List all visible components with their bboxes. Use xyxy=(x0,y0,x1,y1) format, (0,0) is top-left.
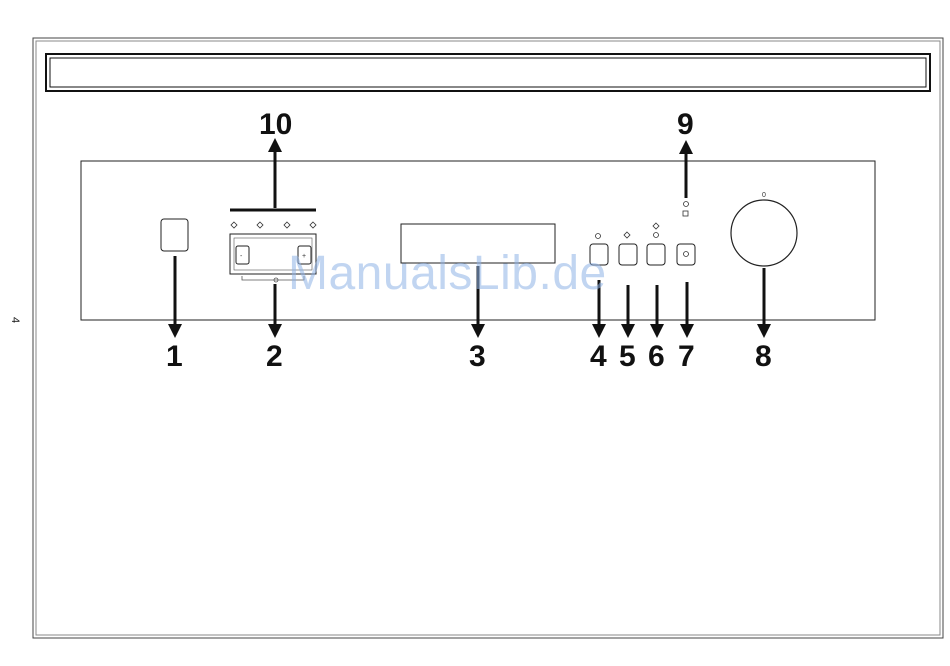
power-button[interactable] xyxy=(161,219,188,251)
minus-symbol: - xyxy=(240,253,243,260)
callout-9: 9 xyxy=(677,108,694,141)
led-4 xyxy=(596,234,601,239)
callout-6: 6 xyxy=(648,340,665,373)
button-5[interactable] xyxy=(619,244,637,265)
led-6 xyxy=(654,233,659,238)
indicator-9-square xyxy=(683,211,688,216)
program-dial[interactable] xyxy=(731,200,797,266)
callout-7: 7 xyxy=(678,340,695,373)
minus-button[interactable] xyxy=(236,246,249,264)
led-5 xyxy=(624,232,630,238)
page-frame xyxy=(33,38,943,638)
callout-4: 4 xyxy=(590,340,607,373)
button-6[interactable] xyxy=(647,244,665,265)
callout-5: 5 xyxy=(619,340,636,373)
callout-3: 3 xyxy=(469,340,486,373)
display-window xyxy=(401,224,555,263)
plus-symbol: + xyxy=(302,253,306,260)
callout-8: 8 xyxy=(755,340,772,373)
indicator-lights xyxy=(231,222,316,228)
button-7[interactable] xyxy=(677,244,695,265)
button-4[interactable] xyxy=(590,244,608,265)
callout-2: 2 xyxy=(266,340,283,373)
header-bar xyxy=(46,54,930,91)
page-frame-inner xyxy=(36,41,940,635)
callout-10: 10 xyxy=(259,108,292,141)
dial-marker: 0 xyxy=(762,192,766,199)
indicator-9-light xyxy=(684,202,689,207)
callout-1: 1 xyxy=(166,340,183,373)
